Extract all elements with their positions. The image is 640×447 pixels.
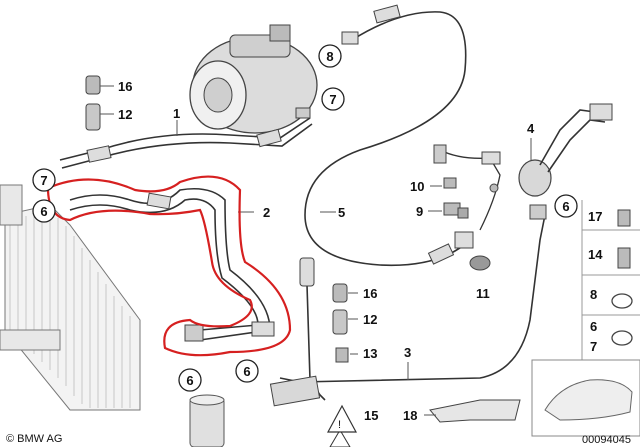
expansion-valve	[518, 103, 613, 197]
label-12-top: 12	[118, 107, 132, 122]
car-thumbnail	[531, 359, 640, 437]
label-16-mid: 16	[363, 286, 377, 301]
pipe-expansion	[433, 144, 501, 231]
svg-text:8: 8	[326, 49, 333, 64]
callout-6-left: 6	[32, 199, 56, 223]
svg-text:6: 6	[186, 373, 193, 388]
label-1: 1	[173, 106, 180, 121]
seal-16-top	[85, 75, 101, 95]
callout-7-left: 7	[32, 168, 56, 192]
svg-text:6: 6	[562, 199, 569, 214]
seal-16-mid	[332, 283, 348, 303]
label-16-top: 16	[118, 79, 132, 94]
valve-12-top	[85, 103, 101, 131]
svg-text:6: 6	[243, 364, 250, 379]
parts-panel	[581, 200, 640, 361]
label-17: 17	[588, 209, 602, 224]
label-2: 2	[263, 205, 270, 220]
fittings-9-10	[443, 177, 469, 219]
label-5: 5	[338, 205, 345, 220]
pipe-vertical	[269, 257, 326, 407]
label-4: 4	[527, 121, 535, 136]
condenser	[0, 184, 141, 411]
grommet-11	[469, 255, 491, 271]
hose-2	[69, 187, 275, 342]
label-10: 10	[410, 179, 424, 194]
sensor-13	[335, 347, 349, 363]
callout-6-bottom-mid: 6	[235, 359, 259, 383]
label-15: 15	[364, 408, 378, 423]
label-7-right: 7	[590, 339, 597, 354]
bracket-18	[429, 399, 521, 423]
label-11: 11	[476, 286, 490, 301]
highlight-outline	[46, 175, 292, 357]
copyright: © BMW AG	[6, 433, 62, 445]
callout-6-right: 6	[554, 194, 578, 218]
compressor	[189, 24, 318, 134]
svg-text:6: 6	[40, 204, 47, 219]
valve-12-mid	[332, 309, 348, 335]
callout-7-mid: 7	[321, 87, 345, 111]
svg-text:7: 7	[40, 173, 47, 188]
diagram-number: 00094045	[582, 434, 631, 446]
callout-8-top: 8	[318, 44, 342, 68]
label-13: 13	[363, 346, 377, 361]
svg-text:!: !	[338, 419, 341, 431]
label-14: 14	[588, 247, 603, 262]
label-8-right: 8	[590, 287, 597, 302]
label-9: 9	[416, 204, 423, 219]
callout-6-bottom-left: 6	[178, 368, 202, 392]
receiver-dryer	[189, 394, 225, 447]
label-6-right: 6	[590, 319, 597, 334]
hose-5	[304, 4, 474, 267]
label-3: 3	[404, 345, 411, 360]
warning-label-15: !	[326, 404, 358, 447]
hose-1	[59, 107, 313, 169]
pipe-3	[279, 204, 547, 383]
svg-text:7: 7	[329, 92, 336, 107]
label-12-mid: 12	[363, 312, 377, 327]
label-18: 18	[403, 408, 417, 423]
